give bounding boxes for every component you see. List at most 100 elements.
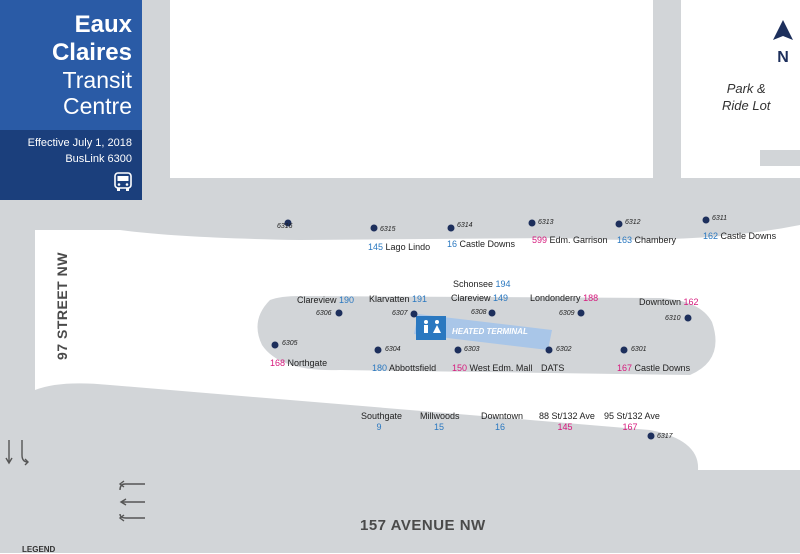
stop-6312-marker[interactable] [615,220,623,228]
legend-heading: LEGEND [22,545,56,554]
stop-id: 6310 [665,315,681,322]
route-number: 188 [583,293,599,303]
park-ride-line-1: Park & [726,81,766,96]
stop-6316-marker[interactable] [284,219,292,227]
stop-6302-marker[interactable] [545,346,553,354]
stop-6308-label-b: Clareview 149 [451,293,508,304]
route-number: 9 [376,422,382,432]
stop-id: 6315 [380,226,396,233]
route-destination: DATS [541,363,565,373]
97-street-label: 97 STREET NW [54,252,70,360]
route-number: 145 [557,422,573,432]
route-destination: Clareview [451,293,491,303]
route-destination: Chambery [634,235,677,245]
route-destination: Northgate [287,358,328,368]
stop-6307-marker[interactable] [410,310,418,318]
stop-6317-marker[interactable] [647,432,655,440]
arrow-icon [21,440,29,463]
stop-id: 6308 [471,309,487,316]
stop-6315-label: 145 Lago Lindo [368,242,430,253]
stop-id: 6314 [457,222,473,229]
route-number: 15 [433,422,444,432]
south-route-95st: 95 St/132 Ave 167 [604,411,660,433]
route-destination: Edm. Garrison [549,235,608,245]
route-number: 16 [494,422,505,432]
buslink-number: BusLink 6300 [65,153,132,165]
stop-id: 6311 [712,215,728,222]
route-destination: Lago Lindo [385,242,431,252]
title-line-4: Centre [62,93,132,119]
stop-6311-label: 162 Castle Downs [703,231,776,242]
north-arrow-icon: N [773,20,793,66]
route-destination: Clareview [297,295,337,305]
heated-terminal [414,314,552,350]
route-number: 167 [617,363,633,373]
stop-6312-label: 163 Chambery [617,235,676,246]
stop-6307-label: Klarvatten 191 [369,294,427,305]
park-ride-entrance [760,150,800,166]
route-destination: Klarvatten [369,294,410,304]
stop-6304-label: 180 Abbottsfield [372,363,436,374]
97-street-arrows [5,440,29,466]
route-destination: Castle Downs [634,363,691,373]
stop-id: 6305 [282,340,298,347]
stop-6305-marker[interactable] [271,341,279,349]
route-destination: Southgate [361,411,403,421]
stop-id: 6301 [631,346,647,353]
stop-markers [271,216,710,440]
stop-id: 6313 [538,219,554,226]
stop-6305-label: 168 Northgate [270,358,327,369]
route-destination: Londonderry [530,293,581,303]
north-access-road-west [142,0,170,210]
title-line-1: Eaux [74,11,132,38]
stop-id: 6302 [556,346,572,353]
97-street-road [0,200,35,553]
park-and-ride-lot: Park & Ride Lot [722,80,770,114]
north-label: N [777,49,789,66]
stop-6310-marker[interactable] [684,314,692,322]
south-route-88st: 88 St/132 Ave 145 [539,411,595,433]
stop-id: 6309 [559,310,575,317]
stop-6302-label: DATS [541,363,564,374]
stop-6314-marker[interactable] [447,224,455,232]
stop-6313-marker[interactable] [528,219,536,227]
stop-6315-marker[interactable] [370,224,378,232]
park-ride-line-2: Ride Lot [722,98,771,113]
route-destination: Downtown [639,297,682,307]
route-number: 150 [452,363,468,373]
stop-6309-marker[interactable] [577,309,585,317]
route-number: 149 [493,293,509,303]
route-number: 163 [617,235,633,245]
north-access-road-east [653,0,681,180]
157-avenue-label: 157 AVENUE NW [360,517,486,534]
route-number: 180 [372,363,388,373]
stop-6303-label: 150 West Edm. Mall [452,363,532,374]
stop-6301-marker[interactable] [620,346,628,354]
north-road [170,178,800,208]
route-destination: Millwoods [420,411,460,421]
157-avenue-road [35,470,800,553]
stop-6308-label-a: Schonsee 194 [453,279,511,290]
route-number: 16 [447,239,458,249]
stop-6306-marker[interactable] [335,309,343,317]
bus-icon [114,172,132,191]
route-number: 168 [270,358,286,368]
route-number: 191 [412,294,428,304]
south-route-southgate: Southgate 9 [361,411,403,433]
stop-6303-marker[interactable] [454,346,462,354]
heated-terminal-label: HEATED TERMINAL [452,327,528,336]
title-panel: Eaux Claires Transit Centre Effective Ju… [0,0,142,200]
route-destination: 95 St/132 Ave [604,411,660,421]
stop-6304-marker[interactable] [374,346,382,354]
title-line-2: Claires [51,39,132,66]
stop-6308-marker[interactable] [488,309,496,317]
stop-6306-label: Clareview 190 [297,295,354,306]
route-destination: Abbottsfield [389,363,437,373]
157-avenue-arrows [118,480,145,522]
stop-6309-label: Londonderry 188 [530,293,598,304]
stop-6314-label: 16 Castle Downs [447,239,515,250]
route-destination: West Edm. Mall [469,363,533,373]
stop-6311-marker[interactable] [702,216,710,224]
